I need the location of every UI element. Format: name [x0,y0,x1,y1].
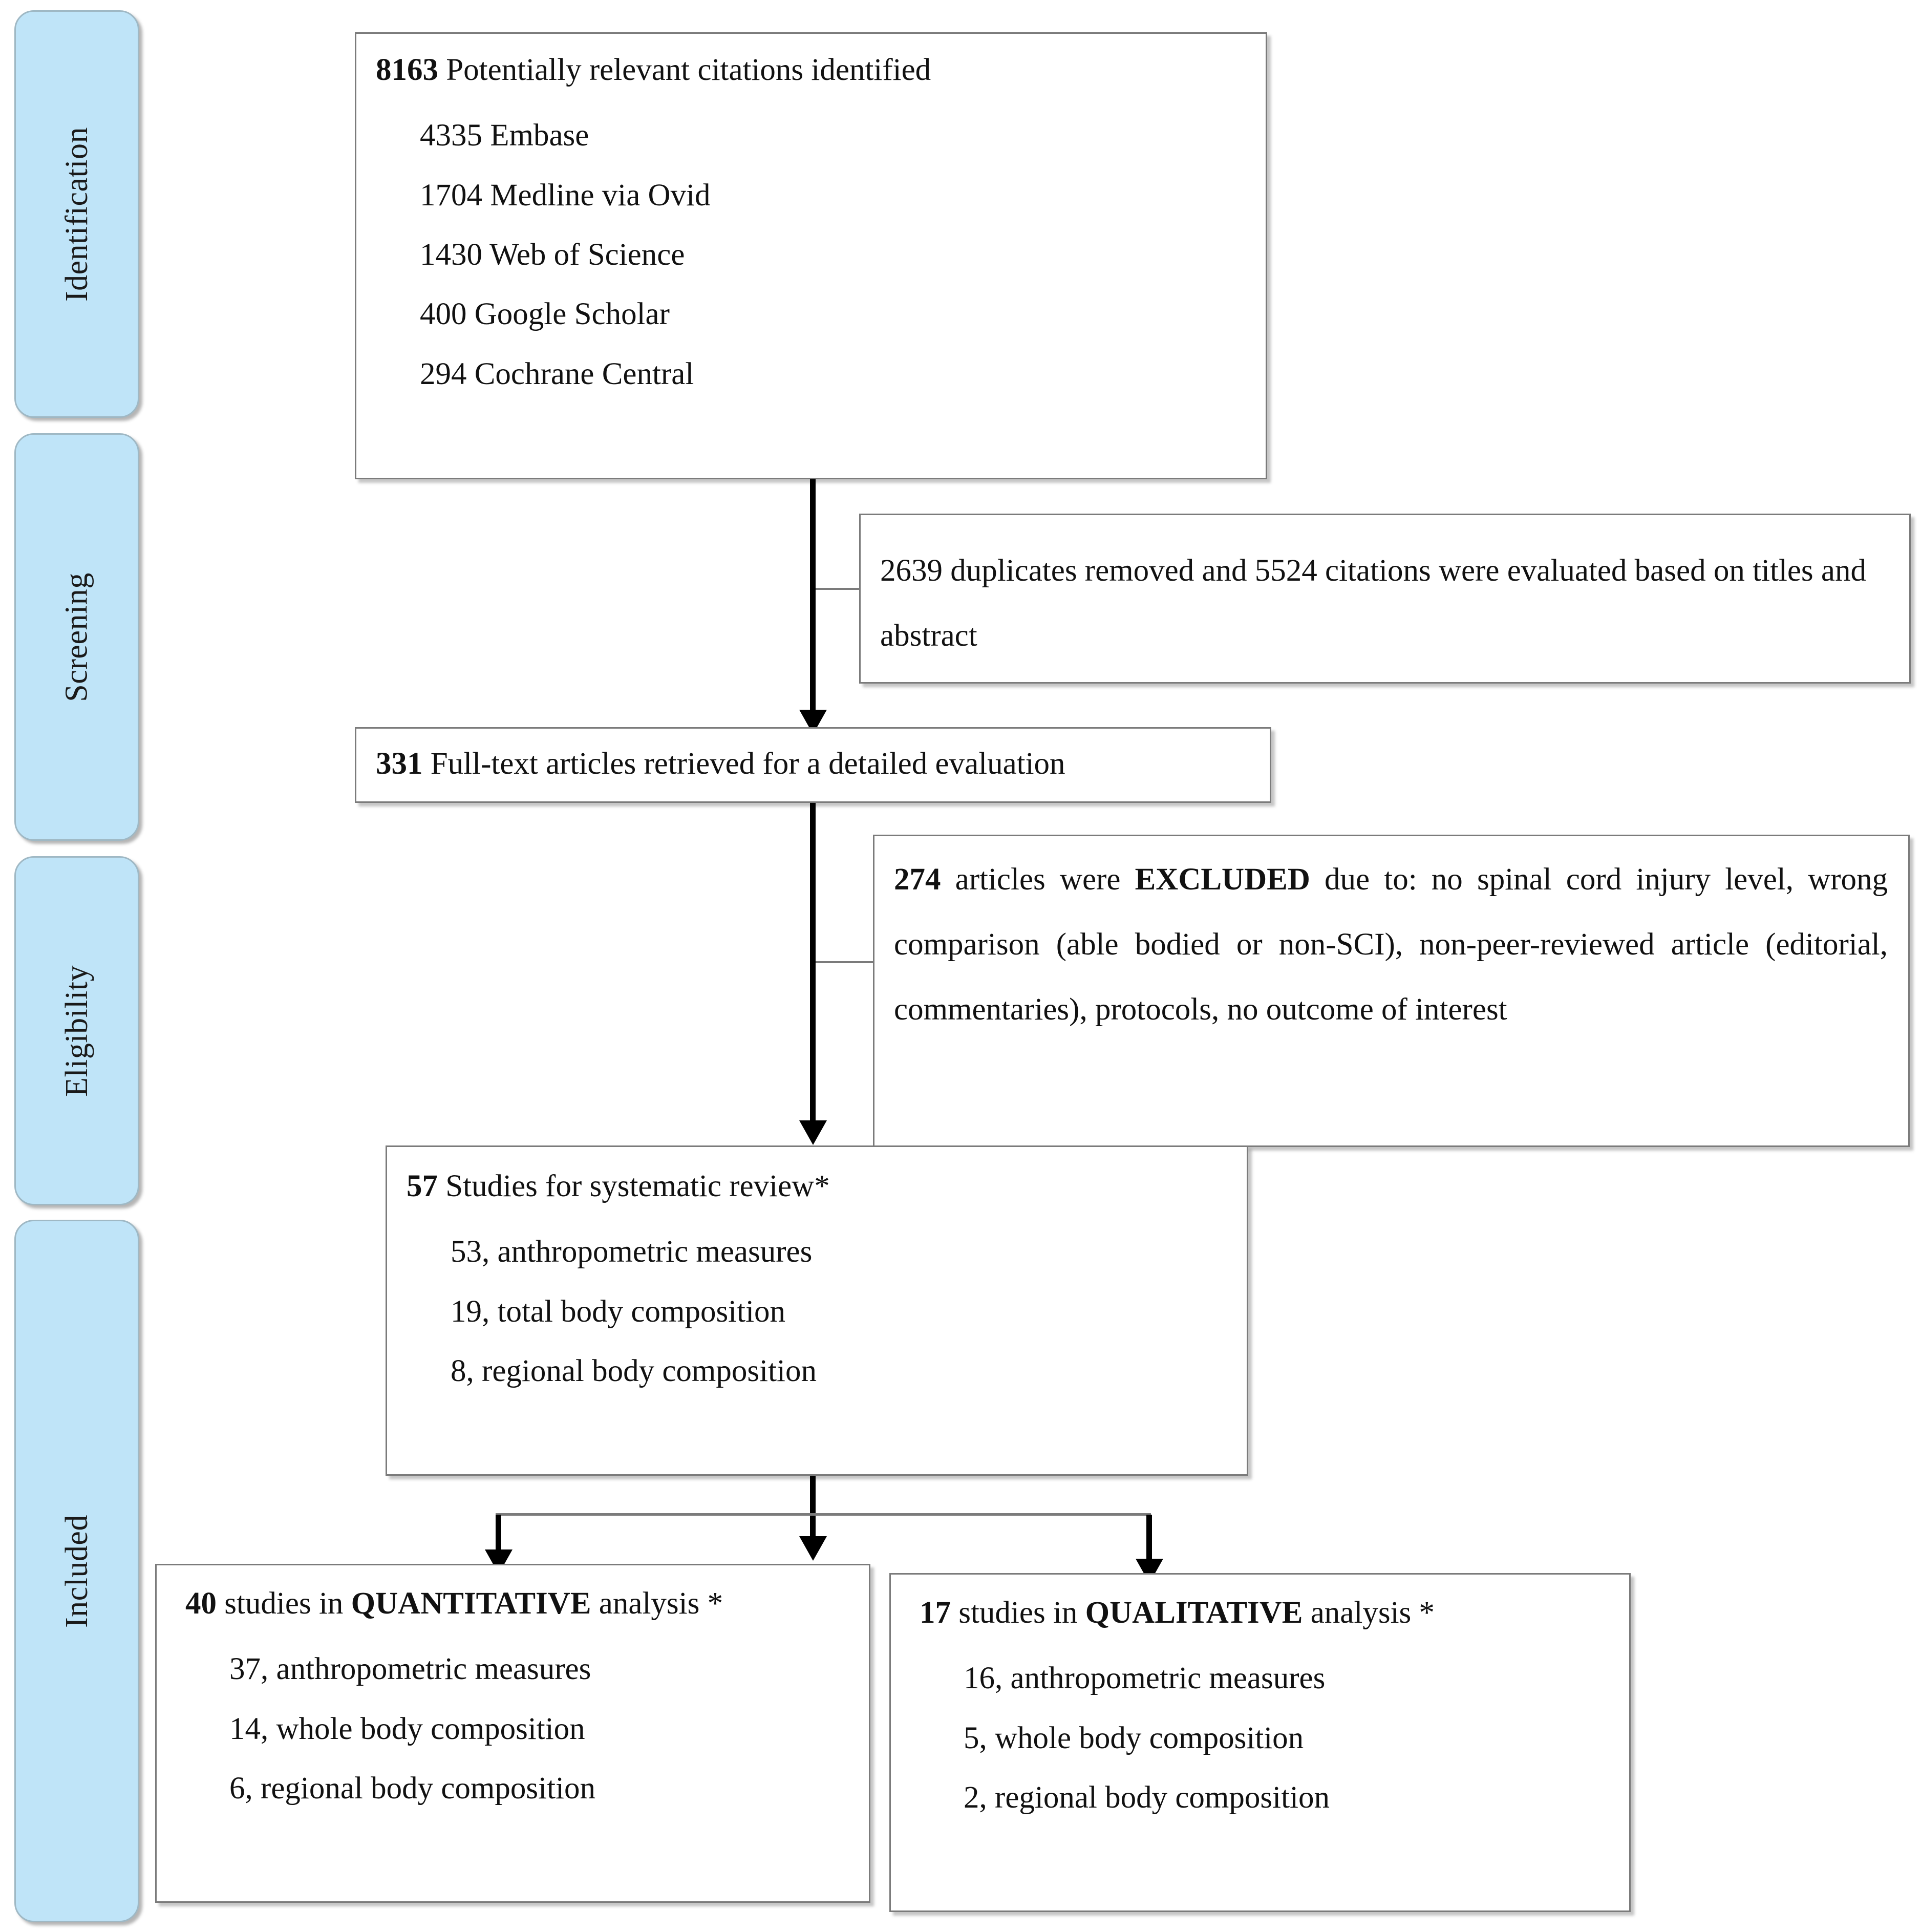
arrow-head-fulltext-to-systematic [799,1120,827,1145]
qualitative-item-2: 2, regional body composition [964,1780,1330,1815]
quantitative-emphasis: QUANTITATIVE [351,1586,591,1621]
stage-label-identification: Identification [59,126,94,302]
qualitative-item-0: 16, anthropometric measures [964,1661,1326,1696]
identification-source-0: 4335 Embase [420,118,589,153]
identification-count: 8163 [376,53,438,87]
box-identification: 8163 Potentially relevant citations iden… [355,32,1267,479]
qualitative-headline-mid: studies in [951,1596,1085,1630]
systematic-headline: 57 Studies for systematic review* [407,1165,1229,1207]
quantitative-item-0: 37, anthropometric measures [229,1652,591,1687]
qualitative-count: 17 [920,1596,951,1630]
box-duplicates-removed: 2639 duplicates removed and 5524 citatio… [859,514,1911,684]
stage-label-included: Included [59,1514,94,1628]
box-excluded-articles: 274 articles were EXCLUDED due to: no sp… [873,835,1910,1147]
identification-headline-text: Potentially relevant citations identifie… [438,53,931,87]
stage-pill-eligibility: Eligibility [14,856,139,1205]
excluded-text: 274 articles were EXCLUDED due to: no sp… [894,847,1888,1043]
fulltext-headline: 331 Full-text articles retrieved for a d… [376,743,1252,785]
box-systematic-review: 57 Studies for systematic review* 53, an… [386,1145,1248,1476]
quantitative-headline-tail: analysis * [591,1586,723,1621]
fulltext-headline-text: Full-text articles retrieved for a detai… [422,747,1065,781]
qualitative-headline-tail: analysis * [1303,1596,1435,1630]
excluded-rest: due to: no spinal cord injury level, wro… [894,862,1888,1027]
quantitative-headline: 40 studies in QUANTITATIVE analysis * [185,1583,851,1625]
systematic-headline-text: Studies for systematic review* [438,1169,830,1203]
stage-label-screening: Screening [59,572,94,702]
box-fulltext-retrieved: 331 Full-text articles retrieved for a d… [355,727,1271,803]
identification-source-4: 294 Cochrane Central [420,356,694,391]
systematic-count: 57 [407,1169,438,1203]
arrow-head-systematic-stem [799,1536,827,1561]
arrow-branch-right [1146,1515,1152,1588]
systematic-item-1: 19, total body composition [451,1294,786,1329]
systematic-item-2: 8, regional body composition [451,1354,817,1389]
box-qualitative-analysis: 17 studies in QUALITATIVE analysis * 16,… [889,1573,1631,1912]
arrow-fulltext-to-systematic [810,803,816,1120]
qualitative-emphasis: QUALITATIVE [1085,1596,1303,1630]
connector-to-excluded-box [816,961,874,963]
arrow-branch-left [496,1515,501,1579]
identification-source-3: 400 Google Scholar [420,297,670,332]
qualitative-headline: 17 studies in QUALITATIVE analysis * [920,1592,1612,1634]
identification-headline: 8163 Potentially relevant citations iden… [376,49,1248,91]
arrow-identification-to-fulltext [810,479,816,715]
box-quantitative-analysis: 40 studies in QUANTITATIVE analysis * 37… [155,1564,870,1903]
duplicates-text: 2639 duplicates removed and 5524 citatio… [880,554,1866,653]
excluded-count: 274 [894,862,941,897]
stage-pill-screening: Screening [14,433,139,841]
stage-label-eligibility: Eligibility [59,965,94,1097]
excluded-lead: articles were [941,862,1135,897]
systematic-item-0: 53, anthropometric measures [451,1235,813,1269]
quantitative-headline-mid: studies in [217,1586,351,1621]
branch-horizontal-bar [496,1513,1151,1516]
identification-source-1: 1704 Medline via Ovid [420,178,711,213]
quantitative-item-1: 14, whole body composition [229,1711,585,1746]
quantitative-item-2: 6, regional body composition [229,1771,595,1806]
qualitative-item-1: 5, whole body composition [964,1721,1304,1755]
identification-source-2: 1430 Web of Science [420,238,685,272]
connector-to-duplicates-box [816,588,861,590]
stage-pill-identification: Identification [14,10,139,418]
arrow-systematic-stem [810,1476,816,1542]
excluded-emphasis: EXCLUDED [1135,862,1310,897]
quantitative-count: 40 [185,1586,217,1621]
fulltext-count: 331 [376,747,423,781]
stage-pill-included: Included [14,1220,139,1922]
